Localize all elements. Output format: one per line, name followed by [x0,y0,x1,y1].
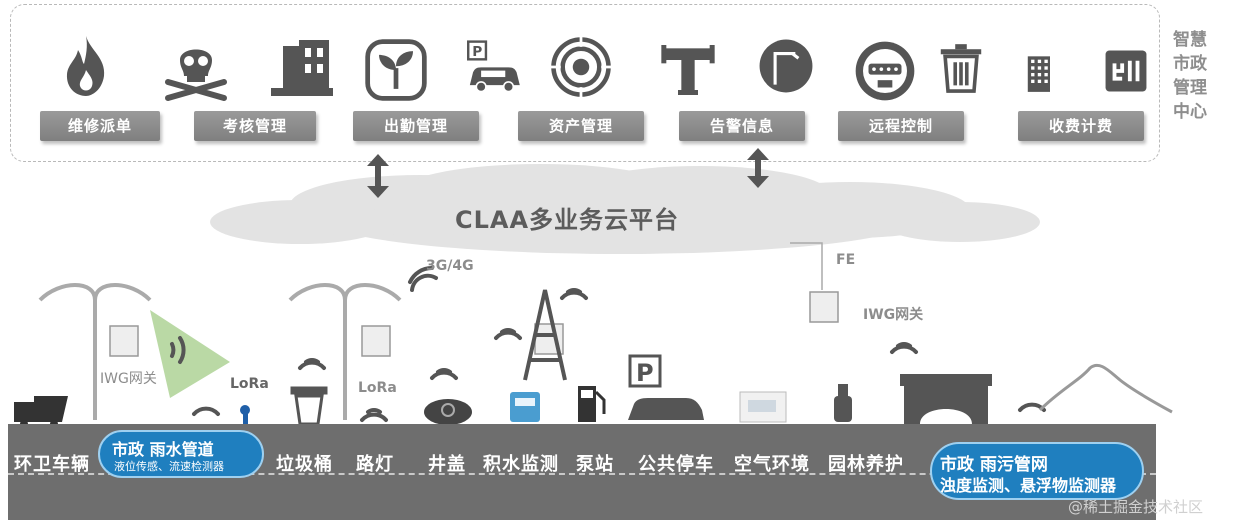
oval-title: 市政 雨水管道 [112,440,214,459]
gateway-device-icon [109,291,839,357]
mountain-icon [1038,363,1173,414]
side-title-line: 市政 [1173,54,1207,74]
network-tag: 3G/4G [426,258,474,274]
gateway-tag: IWG网关 [100,371,157,387]
road-label-air: 空气环境 [734,454,810,475]
parking-car-road-icon: P [628,354,704,420]
billing-button[interactable]: 收费计费 [1018,111,1144,141]
light-beam [150,310,230,398]
attendance-button[interactable]: 出勤管理 [353,111,479,141]
streetlight-icon [758,38,814,94]
gateway-tag: IWG网关 [863,307,924,323]
road-label-waterlogging: 积水监测 [483,454,559,475]
road-label-parking: 公共停车 [638,454,714,475]
road-divider [8,473,1156,475]
management-center-panel [10,4,1160,162]
street-lamp-icon [38,283,402,420]
dispatch-button[interactable]: 维修派单 [40,111,160,141]
sprayer-icon [834,384,852,422]
alerts-button[interactable]: 告警信息 [679,111,805,141]
assets-button[interactable]: 资产管理 [518,111,644,141]
fe-connector [790,242,823,290]
road-label-trashbin: 垃圾桶 [276,454,333,475]
oval-title: 市政 雨污管网 [940,455,1048,475]
meter-icon [852,38,918,104]
trash-bin-icon [290,386,328,426]
road-label-sanitation: 环卫车辆 [14,454,90,475]
target-icon [548,34,614,100]
svg-text:P: P [636,359,654,387]
remote-control-button[interactable]: 远程控制 [838,111,964,141]
rainwater-pipe-oval: 市政 雨水管道 液位传感、流速检测器 [98,430,264,478]
sewage-network-oval: 市政 雨污管网 浊度监测、悬浮物监测器 [930,442,1144,500]
side-title-line: 中心 [1173,102,1207,122]
updown-arrow [747,148,769,188]
bridge-icon [900,374,992,424]
svg-text:P: P [472,44,482,60]
plant-icon [362,36,430,104]
air-monitor-icon [739,391,787,423]
fe-tag: FE [836,252,856,268]
road-label-streetlight: 路灯 [356,454,394,475]
road-label-manhole: 井盖 [428,454,466,475]
skull-icon [160,32,232,104]
manhole-icon [424,399,472,425]
tower-icon [523,289,567,381]
gas-pump-icon [578,386,606,422]
side-title: 智慧 市政 管理 中心 [1170,28,1210,124]
lora-tag: LoRa [230,376,269,392]
water-meter-icon [510,392,540,422]
wifi-signal-icon [170,265,1046,422]
side-title-line: 管理 [1173,78,1207,98]
fire-icon [50,30,122,102]
stamp-icon [1103,48,1149,94]
updown-arrow [367,154,389,198]
lora-tag: LoRa [358,380,397,396]
parking-car-icon: P [465,40,523,98]
road-label-garden: 园林养护 [828,454,904,475]
trash-icon [935,38,987,98]
cloud-platform-label: CLAA多业务云平台 [455,206,680,234]
pipe-icon [655,40,721,100]
watermark: @稀土掘金技术社区 [1068,498,1204,516]
road-label-pump: 泵站 [576,454,614,475]
city-icon [1020,48,1060,98]
building-icon [265,32,337,104]
side-title-line: 智慧 [1173,30,1207,50]
cloud-shape [210,164,1040,254]
oval-subtitle: 液位传感、流速检测器 [114,460,224,473]
oval-subtitle: 浊度监测、悬浮物监测器 [940,476,1117,495]
assessment-button[interactable]: 考核管理 [194,111,316,141]
